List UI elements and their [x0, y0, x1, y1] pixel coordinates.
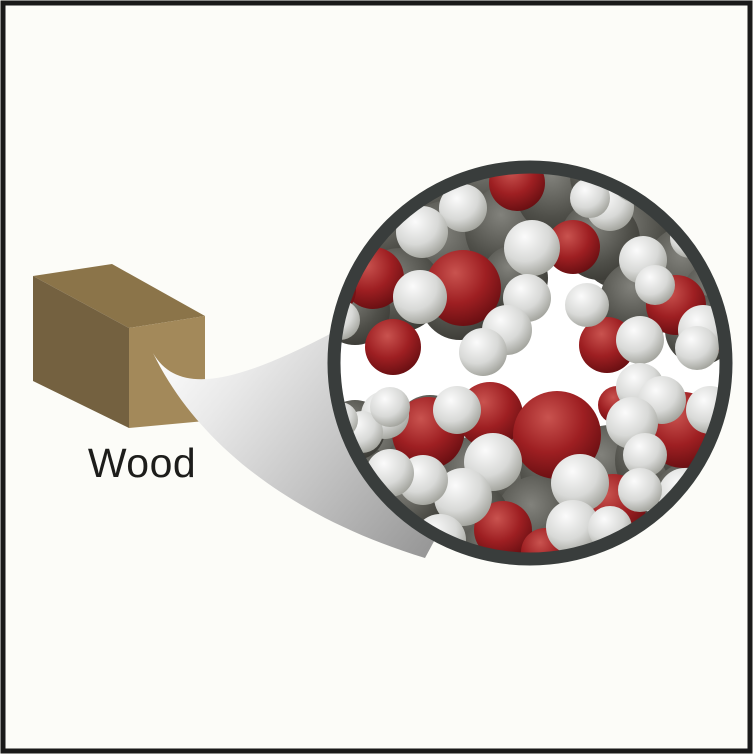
- hydrogen-atom: [439, 184, 487, 232]
- hydrogen-atom: [616, 316, 664, 364]
- hydrogen-atom: [433, 386, 481, 434]
- wood-block-top-face: [33, 264, 205, 328]
- hydrogen-atom: [546, 500, 600, 554]
- hydrogen-atom: [551, 454, 609, 512]
- hydrogen-atom: [370, 387, 410, 427]
- wood-label: Wood: [88, 440, 196, 486]
- hydrogen-atom: [686, 386, 721, 434]
- wood-block-left-face: [33, 276, 129, 428]
- hydrogen-atom: [459, 328, 507, 376]
- hydrogen-atom: [623, 433, 667, 477]
- hydrogen-atom: [396, 206, 448, 258]
- oxygen-atom: [546, 220, 600, 274]
- hydrogen-atom: [393, 270, 447, 324]
- oxygen-atom: [365, 319, 421, 375]
- hydrogen-atom: [635, 265, 675, 305]
- oxygen-atom: [489, 172, 545, 211]
- hydrogen-atom: [434, 468, 492, 526]
- hydrogen-atom: [618, 468, 662, 512]
- hydrogen-atom: [565, 283, 609, 327]
- hydrogen-atom: [675, 326, 719, 370]
- hydrogen-atom: [570, 178, 610, 218]
- oxygen-atom: [474, 501, 532, 554]
- hydrogen-atom: [504, 220, 560, 276]
- lens-ring: [327, 160, 733, 566]
